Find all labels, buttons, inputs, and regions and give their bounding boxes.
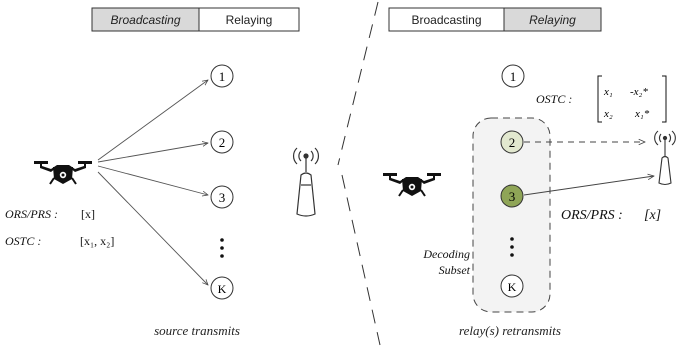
arrow-to-node-2 bbox=[97, 143, 208, 163]
right-caption: relay(s) retransmits bbox=[459, 323, 561, 338]
right-node-k-label: K bbox=[508, 280, 517, 294]
right-node-1-label: 1 bbox=[510, 69, 517, 84]
right-header-relaying: Relaying bbox=[529, 13, 576, 27]
left-header-broadcasting: Broadcasting bbox=[110, 13, 180, 27]
destination-antenna-icon bbox=[654, 130, 676, 186]
left-ostc-label: OSTC : bbox=[5, 234, 41, 248]
decoding-subset-region bbox=[472, 117, 551, 313]
ostc-matrix: x₁ -x₂* x₂ x₁* bbox=[597, 75, 667, 123]
left-ors-value: [x] bbox=[81, 207, 95, 221]
right-ors-value: [x] bbox=[644, 208, 661, 223]
relay-drone-icon bbox=[383, 173, 441, 197]
left-phase-header: Broadcasting Relaying bbox=[91, 7, 300, 32]
left-node-1-label: 1 bbox=[219, 69, 226, 84]
right-phase-header: Broadcasting Relaying bbox=[388, 7, 602, 32]
ostc-matrix-r1c1: x₁ bbox=[603, 86, 613, 98]
ostc-matrix-r2c2: x₁* bbox=[634, 108, 650, 120]
right-node-1: 1 bbox=[501, 64, 525, 88]
right-header-broadcasting: Broadcasting bbox=[411, 13, 481, 27]
right-node-3-label: 3 bbox=[509, 189, 516, 204]
left-node-k-label: K bbox=[218, 282, 227, 296]
left-caption: source transmits bbox=[154, 323, 240, 338]
ostc-matrix-r2c1: x₂ bbox=[603, 108, 613, 120]
left-ors-label: ORS/PRS : bbox=[5, 207, 58, 221]
left-ostc-value: [x₁, x₂] bbox=[80, 234, 114, 248]
right-ors-label: ORS/PRS : bbox=[561, 208, 623, 223]
left-broadcast-arrows bbox=[97, 80, 208, 285]
left-node-ellipsis bbox=[220, 238, 224, 258]
left-node-3: 3 bbox=[210, 185, 234, 209]
right-node-2: 2 bbox=[500, 130, 524, 154]
source-drone-icon bbox=[34, 161, 92, 185]
decoding-subset-label-line1: Decoding bbox=[422, 247, 470, 261]
left-header-relaying: Relaying bbox=[226, 13, 273, 27]
right-node-2-label: 2 bbox=[509, 135, 516, 150]
phase-divider bbox=[337, 1, 381, 346]
left-node-3-label: 3 bbox=[219, 190, 226, 205]
right-node-k: K bbox=[500, 274, 524, 298]
ostc-matrix-r1c2: -x₂* bbox=[630, 86, 648, 98]
right-panel: Broadcasting Relaying 1 2 3 bbox=[383, 7, 676, 338]
base-station-antenna-icon bbox=[293, 147, 319, 217]
right-node-3: 3 bbox=[500, 184, 524, 208]
left-node-k: K bbox=[210, 276, 234, 300]
right-ostc-label: OSTC : bbox=[536, 92, 572, 106]
arrow-to-node-k bbox=[97, 171, 208, 285]
relay-arrow-node-3 bbox=[523, 176, 654, 196]
decoding-subset-label-line2: Subset bbox=[439, 263, 471, 277]
left-node-2-label: 2 bbox=[219, 135, 226, 150]
left-panel: Broadcasting Relaying 1 2 bbox=[5, 7, 319, 338]
left-node-1: 1 bbox=[210, 64, 234, 88]
right-node-ellipsis bbox=[510, 237, 514, 257]
arrow-to-node-3 bbox=[97, 165, 208, 195]
arrow-to-node-1 bbox=[97, 80, 208, 161]
left-node-2: 2 bbox=[210, 130, 234, 154]
